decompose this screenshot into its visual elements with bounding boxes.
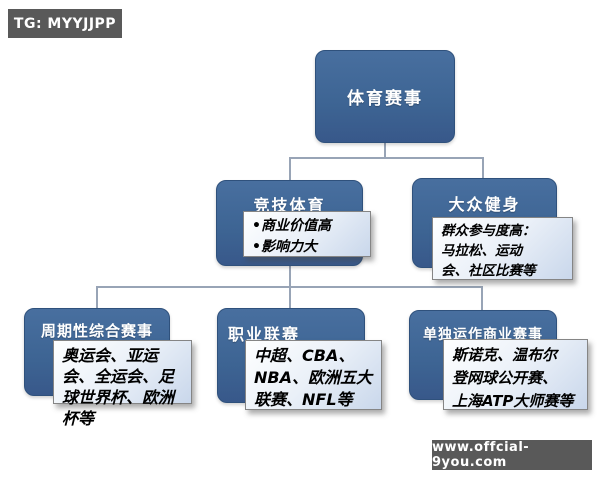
connector-line (289, 157, 291, 181)
connector-line (481, 286, 483, 311)
note-line: NBA、欧洲五大 (254, 368, 372, 387)
watermark-url-badge: www.offcial-9you.com (432, 440, 592, 470)
note-line: 联赛、NFL等 (254, 390, 353, 409)
note-professional-leagues: 中超、CBA、 NBA、欧洲五大 联赛、NFL等 (245, 340, 382, 410)
node-sports-events: 体育赛事 (315, 50, 455, 143)
connector-line (96, 286, 483, 288)
note-line: 会、全运会、足 (62, 367, 175, 386)
node-title: 周期性综合赛事 (40, 322, 153, 340)
connector-line (96, 286, 98, 309)
watermark-tag-badge: TG: MYYJJPP (8, 9, 122, 38)
note-line: 上海ATP大师赛等 (452, 392, 574, 410)
note-line: 奥运会、亚运 (62, 346, 159, 365)
note-standalone-commercial-events: 斯诺克、温布尔 登网球公开赛、 上海ATP大师赛等 (443, 339, 588, 410)
note-competitive-sports: •商业价值高 •影响力大 (243, 211, 371, 257)
note-line: 中超、CBA、 (254, 346, 355, 365)
connector-line (384, 142, 386, 159)
note-line: •影响力大 (252, 239, 317, 255)
note-periodic-comprehensive-events: 奥运会、亚运 会、全运会、足 球世界杯、欧洲 杯等 (53, 340, 192, 428)
node-title: 职业联赛 (228, 325, 301, 344)
note-line: •商业价值高 (252, 218, 331, 234)
note-line: 群众参与度高： (441, 223, 536, 239)
note-mass-fitness: 群众参与度高： 马拉松、运动 会、社区比赛等 (432, 217, 573, 280)
note-line: 斯诺克、温布尔 (452, 346, 558, 364)
connector-line (289, 157, 484, 159)
node-title: 竞技体育 (253, 196, 326, 215)
note-line: 会、社区比赛等 (441, 263, 536, 279)
note-line: 球世界杯、欧洲 (62, 388, 175, 407)
note-line: 杯等 (62, 409, 95, 428)
node-title: 大众健身 (448, 195, 521, 214)
connector-line (482, 157, 484, 179)
node-title: 体育赛事 (347, 89, 423, 109)
note-line: 马拉松、运动 (441, 243, 522, 259)
note-line: 登网球公开赛、 (452, 369, 558, 387)
